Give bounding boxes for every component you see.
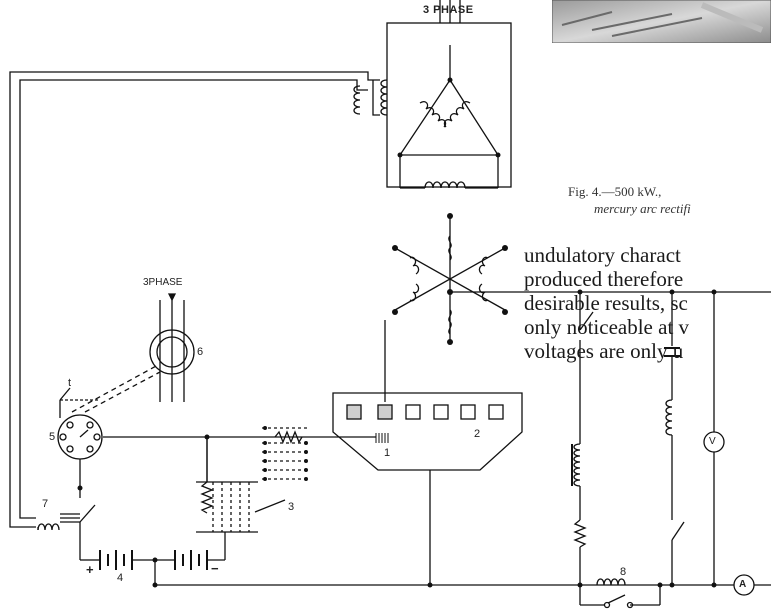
resistor-upper <box>262 427 308 480</box>
caption-line-1: Fig. 4.—500 kW., <box>568 184 662 199</box>
label-5: 5 <box>49 431 56 443</box>
ammeter <box>733 574 755 596</box>
voltmeter-label: V <box>709 436 716 447</box>
outer-lead-wire <box>9 71 380 528</box>
body-line-5: voltages are only u <box>524 339 684 363</box>
condenser-choke <box>665 399 673 436</box>
three-phase-top-label: 3 PHASE <box>423 4 474 16</box>
delta-coil-left <box>419 101 447 128</box>
body-line-4: only noticeable at v <box>524 315 690 339</box>
label-2: 2 <box>474 428 481 440</box>
body-line-3: desirable results, sc <box>524 291 688 315</box>
body-line-1: undulatory charact <box>524 243 681 267</box>
series-choke <box>573 443 581 487</box>
ammeter-label: A <box>739 579 747 590</box>
delta-coil-bottom <box>424 181 466 189</box>
label-3: 3 <box>288 501 295 513</box>
label-4: 4 <box>117 572 124 584</box>
delta-primary-triangle <box>398 78 500 156</box>
label-6: 6 <box>197 346 204 358</box>
t-label: t <box>68 377 72 389</box>
lead-coil <box>353 85 361 115</box>
transformer-left-coil <box>380 79 388 116</box>
anode-row <box>346 404 504 420</box>
battery-plus-label: + <box>86 562 95 577</box>
rectifier-photo-fragment <box>552 0 771 43</box>
body-text: undulatory charact produced therefore de… <box>524 243 771 363</box>
transformer-box <box>386 22 512 188</box>
relay-7 <box>37 513 80 531</box>
label-7: 7 <box>42 498 49 510</box>
series-resistor <box>573 519 587 548</box>
rotary-switch <box>57 414 103 460</box>
three-phase-small-label: 3PHASE <box>143 277 183 288</box>
caption-line-2: mercury arc rectifi <box>594 201 691 216</box>
label-8: 8 <box>620 566 627 578</box>
delta-coil-right <box>443 101 471 128</box>
meter-6 <box>149 293 195 402</box>
rectifier-tank <box>332 392 523 471</box>
figure-caption: Fig. 4.—500 kW., mercury arc rectifi <box>568 183 691 217</box>
resistor-lower <box>196 437 258 560</box>
shunt-coil-8 <box>596 578 626 586</box>
battery-minus-label: − <box>211 561 220 576</box>
six-phase-star <box>394 216 506 340</box>
label-1: 1 <box>384 447 391 459</box>
body-line-2: produced therefore <box>524 267 684 291</box>
